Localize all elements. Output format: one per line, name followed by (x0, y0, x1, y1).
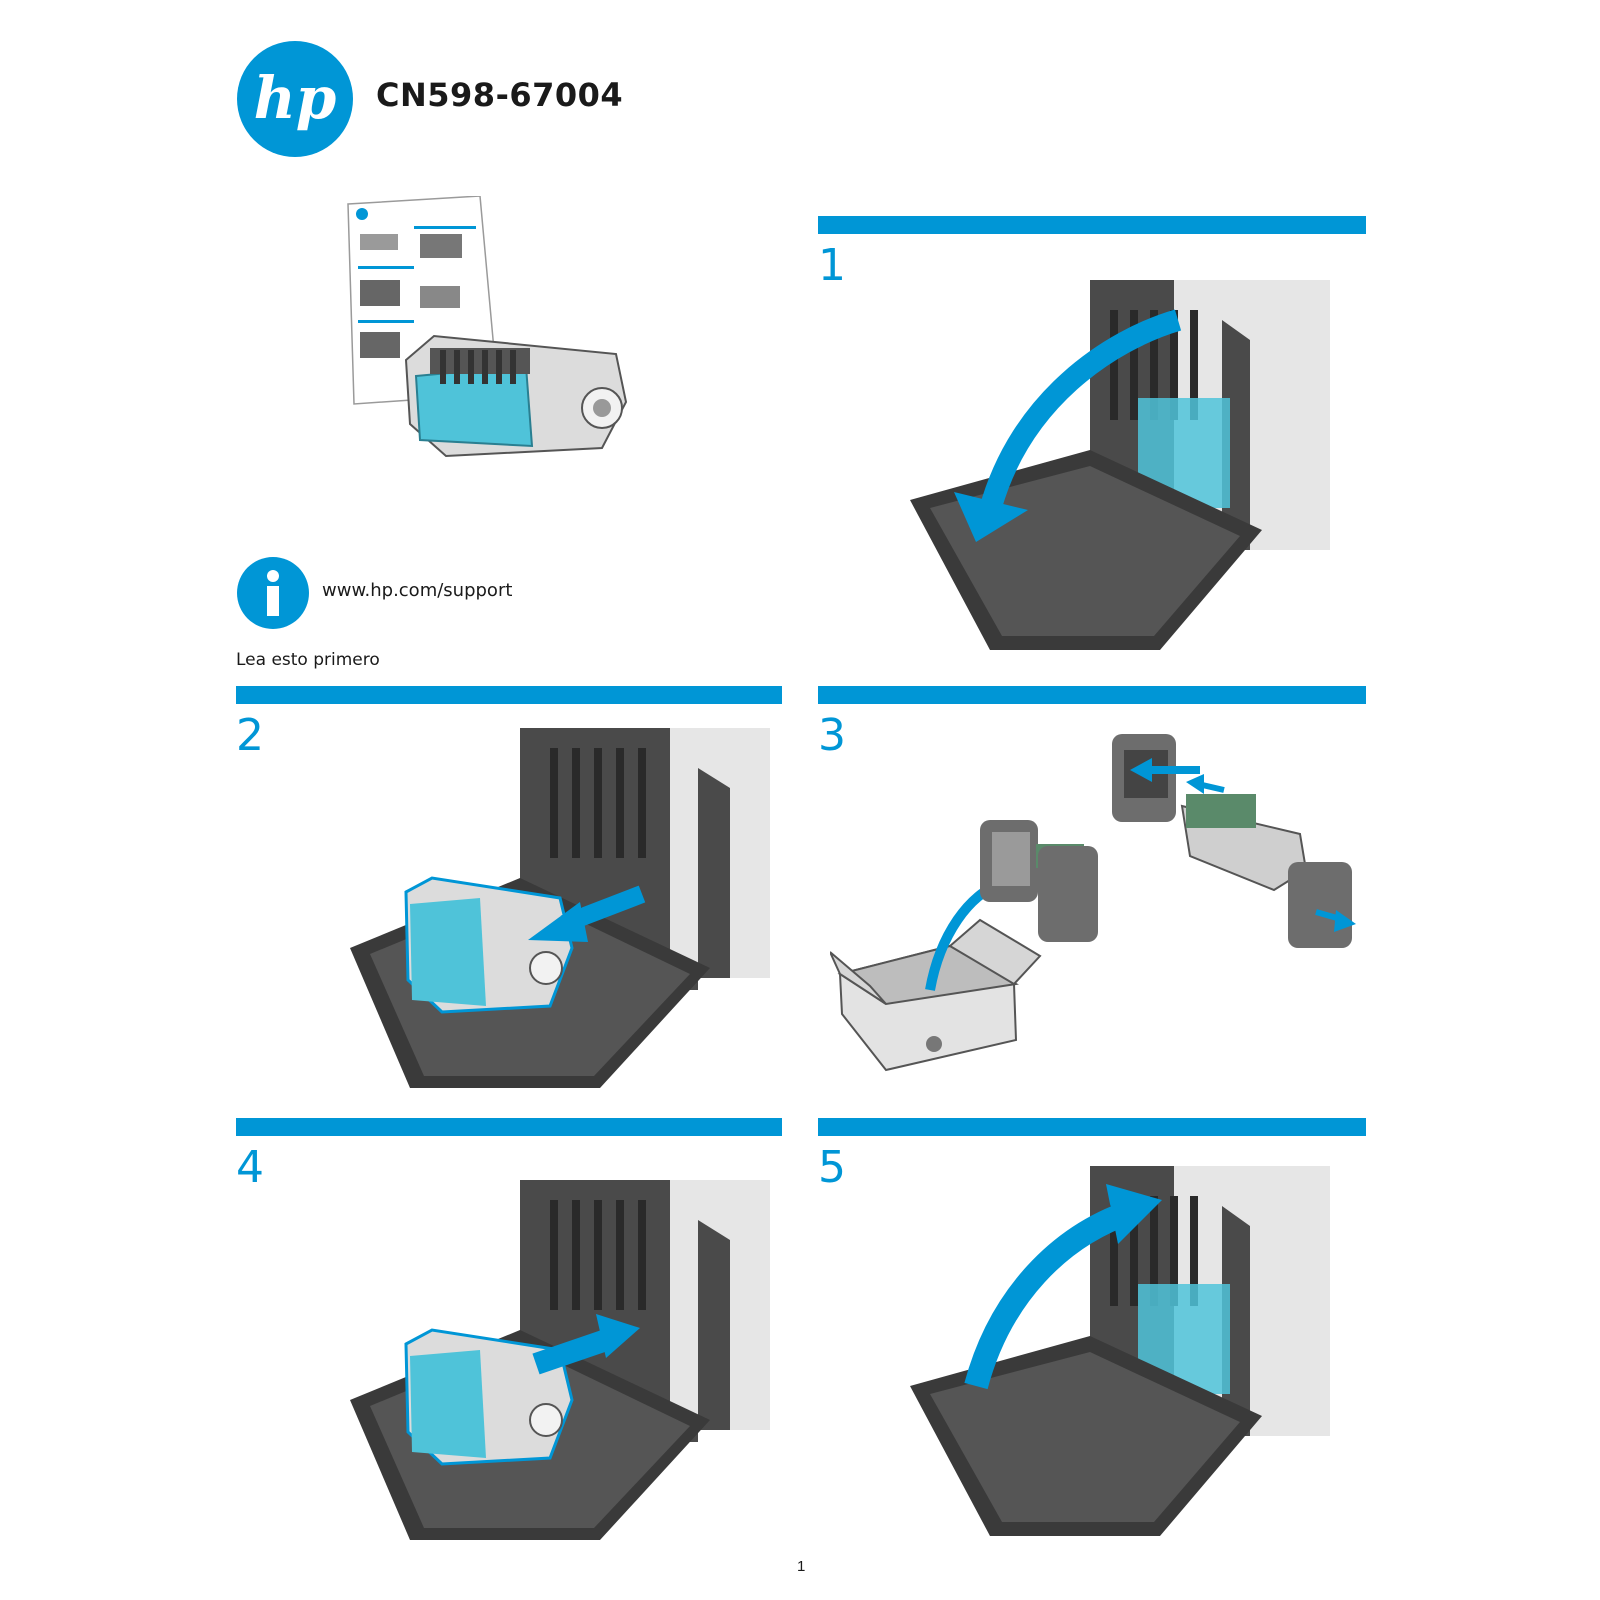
step-1-number: 1 (818, 240, 846, 291)
step-5-divider (818, 1118, 1366, 1136)
step-4-illustration (350, 1180, 770, 1550)
read-first-label: Lea esto primero (236, 650, 380, 670)
step-2-illustration (350, 728, 770, 1098)
step-2-divider (236, 686, 782, 704)
step-3-divider (818, 686, 1366, 704)
step-3-number: 3 (818, 710, 846, 761)
step-4-number: 4 (236, 1142, 264, 1193)
part-number-title: CN598-67004 (376, 76, 624, 114)
support-url[interactable]: www.hp.com/support (322, 580, 513, 601)
step-4-divider (236, 1118, 782, 1136)
step-3-illustration (830, 734, 1360, 1078)
step-2-number: 2 (236, 710, 264, 761)
hp-logo-text: hp (254, 64, 337, 132)
info-icon (236, 556, 310, 630)
step-5-illustration (910, 1166, 1330, 1546)
step-1-divider (818, 216, 1366, 234)
hp-logo: hp (236, 40, 354, 158)
step-5-number: 5 (818, 1142, 846, 1193)
page-number: 1 (797, 1558, 806, 1575)
manual-and-part-illustration (340, 196, 650, 506)
step-1-illustration (910, 280, 1330, 660)
